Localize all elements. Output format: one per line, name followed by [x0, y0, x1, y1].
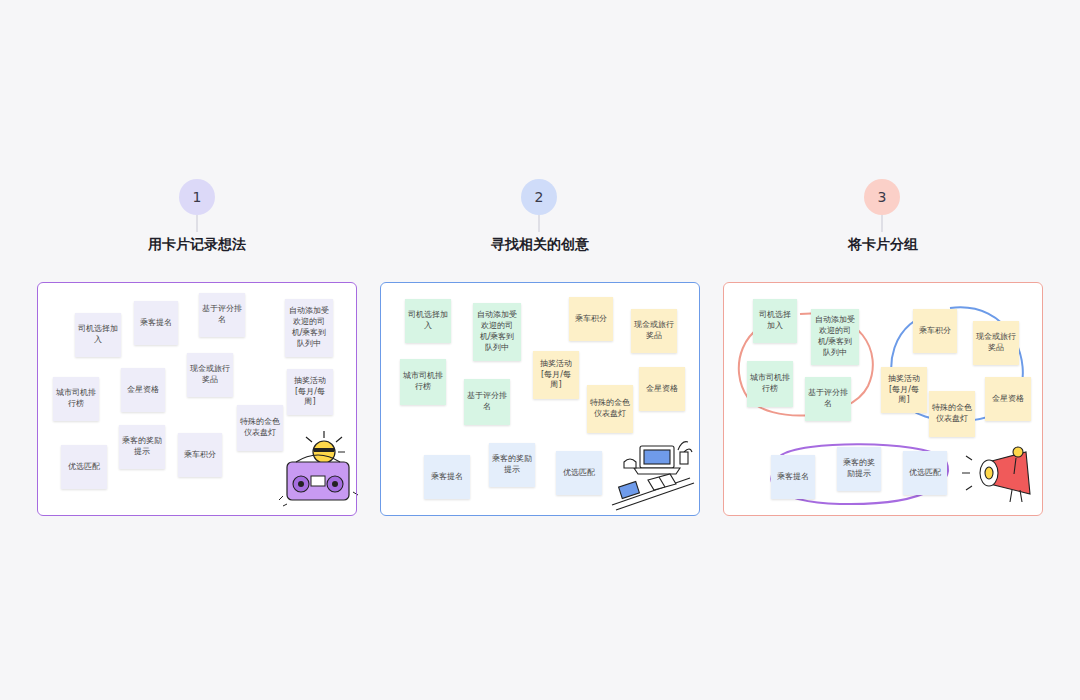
note-text: 自动添加受欢迎的司机/乘客到队列中: [288, 306, 330, 349]
sticky-note: 优选匹配: [61, 445, 107, 489]
sticky-note: 抽奖活动[每月/每周]: [533, 351, 579, 399]
step-circle: 2: [521, 179, 557, 215]
sticky-note: 基于评分排名: [464, 379, 510, 425]
note-text: 优选匹配: [563, 468, 595, 479]
note-text: 优选匹配: [909, 468, 941, 479]
step-number: 2: [535, 189, 544, 205]
boombox-illustration: [279, 431, 358, 506]
note-text: 乘客提名: [431, 472, 463, 483]
sticky-note: 乘车积分: [913, 309, 957, 353]
note-text: 金星资格: [127, 385, 159, 396]
note-text: 基于评分排名: [467, 391, 507, 413]
step-panel: 将卡片分组司机选择加入自动添加受欢迎的司机/乘客到队列中城市司机排行榜基于评分排…: [723, 282, 1043, 516]
panel-title: 用卡片记录想法: [38, 236, 356, 254]
note-text: 自动添加受欢迎的司机/乘客到队列中: [476, 310, 518, 353]
note-text: 乘车积分: [575, 314, 607, 325]
panel-title: 将卡片分组: [724, 236, 1042, 254]
sticky-note: 乘车积分: [569, 297, 613, 341]
sticky-note: 特殊的金色仪表盘灯: [237, 405, 283, 451]
sticky-note: 金星资格: [639, 367, 685, 411]
note-text: 乘客的奖励提示: [492, 454, 532, 476]
note-text: 特殊的金色仪表盘灯: [932, 403, 972, 425]
sticky-note: 基于评分排名: [805, 377, 851, 421]
sticky-note: 乘客的奖励提示: [489, 443, 535, 487]
note-text: 乘客提名: [140, 318, 172, 329]
note-text: 乘车积分: [184, 450, 216, 461]
sticky-note: 特殊的金色仪表盘灯: [929, 391, 975, 437]
note-text: 自动添加受欢迎的司机/乘客到队列中: [814, 315, 856, 358]
sticky-note: 自动添加受欢迎的司机/乘客到队列中: [811, 309, 859, 365]
note-text: 金星资格: [646, 384, 678, 395]
panel-ground: [37, 282, 357, 516]
sticky-note: 乘客提名: [134, 301, 178, 345]
note-text: 基于评分排名: [808, 388, 848, 410]
sticky-note: 特殊的金色仪表盘灯: [587, 385, 633, 433]
note-text: 基于评分排名: [202, 304, 242, 326]
note-text: 金星资格: [992, 394, 1024, 405]
sticky-note: 现金或旅行奖品: [973, 321, 1019, 365]
sticky-note: 抽奖活动[每月/每周]: [881, 367, 927, 413]
sticky-note: 乘客提名: [771, 455, 815, 499]
note-text: 城市司机排行榜: [750, 373, 790, 395]
panel-ground: [380, 282, 700, 516]
note-text: 抽奖活动[每月/每周]: [536, 359, 576, 391]
note-text: 司机选择加入: [756, 310, 794, 332]
sticky-note: 司机选择加入: [405, 299, 451, 343]
panel-title: 寻找相关的创意: [381, 236, 699, 254]
note-text: 乘客的奖励提示: [122, 436, 162, 458]
note-text: 特殊的金色仪表盘灯: [240, 417, 280, 439]
sticky-note: 基于评分排名: [199, 293, 245, 337]
sticky-note: 现金或旅行奖品: [187, 353, 233, 397]
sticky-note: 城市司机排行榜: [400, 359, 446, 405]
sticky-note: 乘客提名: [424, 455, 470, 499]
step-circle: 1: [179, 179, 215, 215]
note-text: 司机选择加入: [408, 310, 448, 332]
sticky-note: 优选匹配: [556, 451, 602, 495]
step-tick: [539, 215, 540, 232]
note-text: 乘车积分: [919, 326, 951, 337]
note-text: 抽奖活动[每月/每周]: [290, 376, 330, 408]
note-text: 现金或旅行奖品: [190, 364, 230, 386]
note-text: 优选匹配: [68, 462, 100, 473]
sticky-note: 自动添加受欢迎的司机/乘客到队列中: [473, 303, 521, 361]
sticky-note: 司机选择加入: [753, 299, 797, 343]
note-text: 现金或旅行奖品: [976, 332, 1016, 354]
step-tick: [197, 215, 198, 232]
sticky-note: 乘客的奖励提示: [119, 425, 165, 469]
sticky-note: 司机选择加入: [75, 313, 121, 357]
sticky-note: 现金或旅行奖品: [631, 309, 677, 353]
sticky-note: 金星资格: [985, 377, 1031, 421]
sticky-note: 优选匹配: [903, 451, 947, 495]
step-panel: 寻找相关的创意司机选择加入自动添加受欢迎的司机/乘客到队列中乘车积分现金或旅行奖…: [380, 282, 700, 516]
sticky-note: 金星资格: [121, 368, 165, 412]
step-number: 1: [193, 189, 202, 205]
note-text: 现金或旅行奖品: [634, 320, 674, 342]
note-text: 特殊的金色仪表盘灯: [590, 398, 630, 420]
group-lasso: [771, 444, 948, 504]
desk-illustration: [612, 442, 694, 510]
note-text: 抽奖活动[每月/每周]: [884, 374, 924, 406]
sticky-note: 自动添加受欢迎的司机/乘客到队列中: [285, 299, 333, 357]
step-number: 3: [878, 189, 887, 205]
sticky-note: 乘车积分: [178, 433, 222, 477]
panel-ground: [723, 282, 1043, 516]
note-text: 司机选择加入: [78, 324, 118, 346]
sticky-note: 城市司机排行榜: [747, 361, 793, 407]
step-circle: 3: [864, 179, 900, 215]
note-text: 乘客的奖励提示: [840, 458, 878, 480]
note-text: 城市司机排行榜: [403, 371, 443, 393]
sticky-note: 乘客的奖励提示: [837, 447, 881, 491]
step-tick: [882, 215, 883, 232]
sticky-note: 抽奖活动[每月/每周]: [287, 369, 333, 415]
note-text: 城市司机排行榜: [56, 388, 96, 410]
megaphone-illustration: [962, 447, 1030, 502]
sticky-note: 城市司机排行榜: [53, 377, 99, 421]
step-panel: 用卡片记录想法司机选择加入乘客提名基于评分排名自动添加受欢迎的司机/乘客到队列中…: [37, 282, 357, 516]
note-text: 乘客提名: [777, 472, 809, 483]
